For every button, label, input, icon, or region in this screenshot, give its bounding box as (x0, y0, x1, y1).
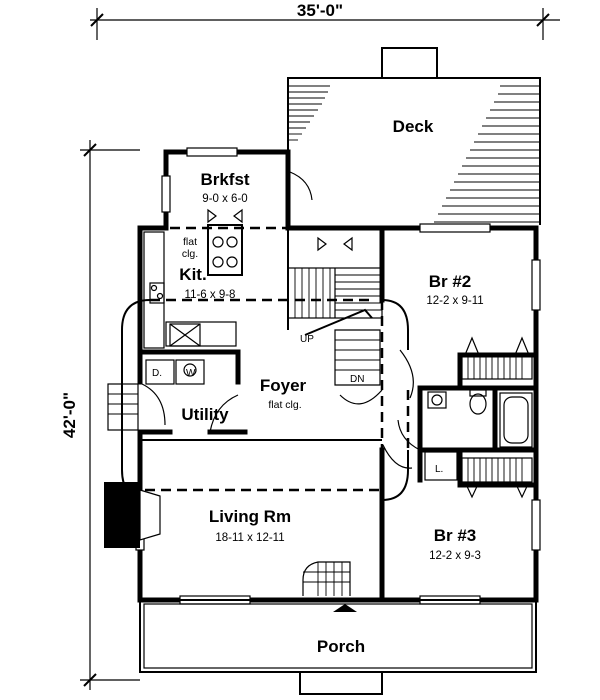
windows (135, 147, 541, 605)
porch-name: Porch (317, 637, 365, 656)
front-door-arrow (333, 604, 357, 612)
breakfast-size: 9-0 x 6-0 (202, 193, 247, 205)
washer-label: W (186, 368, 196, 379)
ceiling-lines (145, 226, 410, 492)
foyer-note: flat clg. (268, 399, 301, 411)
linen-closet (424, 451, 458, 481)
stair-up-label: UP (300, 334, 314, 345)
utility-door-swing (209, 394, 239, 433)
bedroom2-name: Br #2 (429, 272, 472, 291)
hallway-outline (121, 299, 151, 501)
deck (287, 47, 541, 225)
deck-hatching (288, 85, 540, 223)
width-dimension-label: 35'-0" (297, 1, 343, 20)
hallway-right-curve (381, 299, 409, 350)
rear-door-swing (289, 171, 313, 201)
kitchen-counters (143, 231, 237, 349)
bedroom3-size: 12-2 x 9-3 (429, 550, 481, 562)
br3-door-swing (382, 444, 413, 469)
fireplace (104, 482, 161, 548)
breakfast-name: Brkfst (200, 170, 249, 189)
br2-door-swing (399, 349, 414, 399)
depth-dimension-line (80, 140, 140, 690)
porch (139, 599, 537, 695)
bedroom2-size: 12-2 x 9-11 (426, 295, 483, 307)
breakfast-table (207, 224, 243, 276)
kitchen-name: Kit. (179, 265, 206, 284)
door-arrows (207, 208, 353, 252)
bathroom-fixtures (427, 389, 533, 448)
kitchen-note-line1: flat (183, 236, 197, 248)
side-entry (107, 383, 166, 431)
staircase (287, 267, 383, 405)
linen-label: L. (435, 464, 443, 475)
width-dimension-line (90, 8, 560, 40)
kitchen-note-line2: clg. (182, 248, 198, 260)
bedroom3-name: Br #3 (434, 526, 477, 545)
dryer-label: D. (152, 368, 162, 379)
stair-down-label: DN (350, 374, 364, 385)
entry-stair (302, 561, 351, 596)
living-size: 18-11 x 12-11 (215, 532, 284, 544)
closet-doors (461, 336, 533, 499)
bath-door-swing (397, 419, 421, 451)
utility-name: Utility (181, 405, 229, 424)
washer-dryer (145, 359, 205, 385)
depth-dimension-label: 42'-0" (60, 392, 79, 438)
foyer-name: Foyer (260, 376, 307, 395)
deck-label: Deck (393, 117, 434, 136)
living-name: Living Rm (209, 507, 291, 526)
kitchen-size: 11-6 x 9-8 (185, 289, 236, 301)
exterior-walls (137, 149, 539, 603)
